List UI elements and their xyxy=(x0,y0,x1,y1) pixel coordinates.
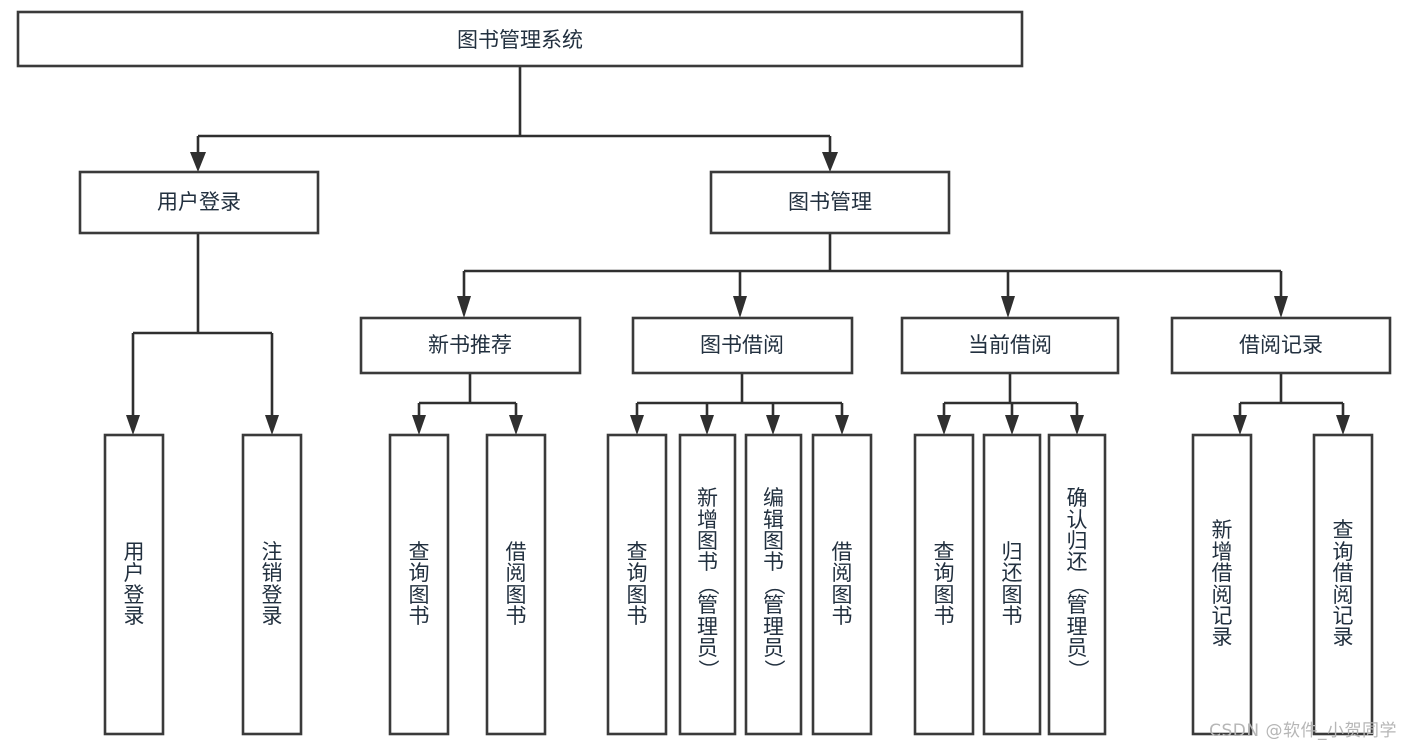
leaf-box-user-login[interactable] xyxy=(103,433,165,736)
node-book-borrow[interactable]: 图书借阅 xyxy=(631,316,854,375)
arrow-head-leaf-logout xyxy=(265,415,279,435)
arrow-head-bookborrow-leaf-2 xyxy=(700,415,714,435)
leaf-box-confirm-return[interactable] xyxy=(1047,433,1107,736)
arrow-head-bookborrow-leaf-3 xyxy=(766,415,780,435)
node-book-management-box[interactable] xyxy=(709,170,951,235)
leaf-box-borrow-book-bb[interactable] xyxy=(811,433,873,736)
node-new-book-recommend[interactable]: 新书推荐 xyxy=(359,316,582,375)
watermark-text: CSDN @软件_小贺同学 xyxy=(1209,721,1397,741)
arrow-head-currentborrow-leaf-3 xyxy=(1070,415,1084,435)
node-new-book-recommend-box[interactable] xyxy=(359,316,582,375)
node-borrow-record-box[interactable] xyxy=(1170,316,1392,375)
arrow-head-newbook-leaf-2 xyxy=(509,415,523,435)
node-root-label: 图书管理系统 xyxy=(457,28,583,52)
node-user-login-label: 用户登录 xyxy=(157,190,241,214)
node-user-login[interactable]: 用户登录 xyxy=(78,170,320,235)
node-borrow-record-label: 借阅记录 xyxy=(1239,333,1323,357)
arrow-head-borrowrecord-leaf-2 xyxy=(1336,415,1350,435)
node-new-book-recommend-label: 新书推荐 xyxy=(428,333,512,357)
arrow-head-bookborrow-leaf-4 xyxy=(835,415,849,435)
arrow-head-leaf-user-login xyxy=(126,415,140,435)
node-book-borrow-box[interactable] xyxy=(631,316,854,375)
arrow-head-book-management xyxy=(822,152,838,172)
arrow-head-currentborrow-leaf-2 xyxy=(1005,415,1019,435)
arrow-head-currentborrow-leaf-1 xyxy=(937,415,951,435)
leaf-box-query-book-nb[interactable] xyxy=(388,433,450,736)
node-current-borrow[interactable]: 当前借阅 xyxy=(900,316,1120,375)
node-book-borrow-label: 图书借阅 xyxy=(700,333,784,357)
leaf-box-add-book-admin[interactable] xyxy=(678,433,737,736)
leaf-box-return-book[interactable] xyxy=(982,433,1042,736)
node-user-login-box[interactable] xyxy=(78,170,320,235)
arrow-head-borrowrecord-leaf-1 xyxy=(1233,415,1247,435)
leaf-box-logout[interactable] xyxy=(241,433,303,736)
leaf-box-query-borrow-record[interactable] xyxy=(1312,433,1374,736)
arrow-head-new-book xyxy=(457,296,471,318)
connectors-group xyxy=(126,66,1350,435)
leaf-boxes-group xyxy=(103,433,1374,736)
arrow-head-user-login xyxy=(190,152,206,172)
leaf-box-edit-book-admin[interactable] xyxy=(744,433,803,736)
leaf-box-borrow-book-nb[interactable] xyxy=(485,433,547,736)
leaf-box-add-borrow-record[interactable] xyxy=(1191,433,1253,736)
leaf-box-query-book-cb[interactable] xyxy=(913,433,975,736)
node-root[interactable]: 图书管理系统 xyxy=(16,10,1024,68)
arrow-head-current-borrow xyxy=(1001,296,1015,318)
arrow-head-bookborrow-leaf-1 xyxy=(630,415,644,435)
node-book-management[interactable]: 图书管理 xyxy=(709,170,951,235)
arrow-head-borrow-record xyxy=(1274,296,1288,318)
arrow-head-newbook-leaf-1 xyxy=(412,415,426,435)
node-current-borrow-label: 当前借阅 xyxy=(968,333,1052,357)
node-current-borrow-box[interactable] xyxy=(900,316,1120,375)
node-root-box[interactable] xyxy=(16,10,1024,68)
node-book-management-label: 图书管理 xyxy=(788,190,872,214)
node-borrow-record[interactable]: 借阅记录 xyxy=(1170,316,1392,375)
arrow-head-book-borrow xyxy=(733,296,747,318)
leaf-box-query-book-bb[interactable] xyxy=(606,433,668,736)
